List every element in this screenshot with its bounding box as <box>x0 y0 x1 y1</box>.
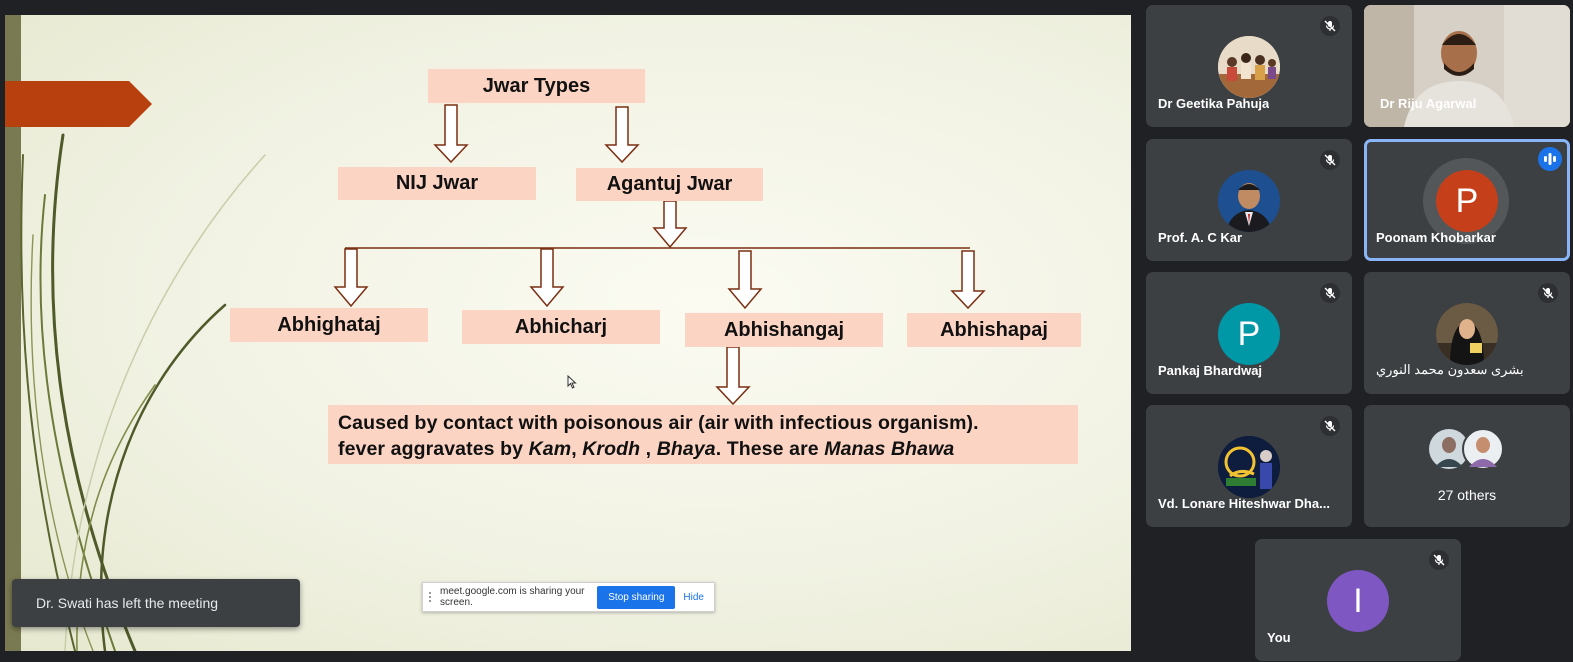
participant-name: Vd. Lonare Hiteshwar Dha... <box>1158 496 1330 511</box>
box-nij-jwar: NIJ Jwar <box>338 167 536 200</box>
box-jwar-types: Jwar Types <box>428 69 645 103</box>
note-text: , <box>640 438 657 460</box>
mic-muted-icon <box>1320 150 1340 170</box>
participant-name: Prof. A. C Kar <box>1158 230 1243 245</box>
note-line-1: Caused by contact with poisonous air (ai… <box>338 412 979 434</box>
arrow-to-abhighataj <box>333 248 369 308</box>
avatar-logo <box>1218 436 1280 498</box>
arrow-to-abhishangaj <box>727 250 763 310</box>
box-abhighataj: Abhighataj <box>230 308 428 342</box>
portrait-photo-icon <box>1436 303 1498 365</box>
note-box: Caused by contact with poisonous air (ai… <box>328 405 1078 464</box>
arrow-agantuj-to-branch <box>652 200 688 249</box>
group-photo-icon <box>1218 36 1280 98</box>
participant-name: بشرى سعدون محمد النوري <box>1376 362 1524 377</box>
arrow-root-to-agantuj <box>604 106 640 164</box>
participant-tile-others[interactable]: 27 others <box>1364 405 1570 527</box>
arrow-to-abhishapaj <box>950 250 986 310</box>
audio-level-icon <box>1538 147 1562 171</box>
slide-side-bar <box>5 15 21 651</box>
camera-video-feed <box>1364 5 1570 127</box>
hide-button[interactable]: Hide <box>683 591 704 603</box>
participant-name: Poonam Khobarkar <box>1376 230 1496 245</box>
drag-handle-icon[interactable] <box>429 592 434 602</box>
note-text: fever aggravates by <box>338 438 529 460</box>
mic-muted-icon <box>1320 416 1340 436</box>
arrow-to-abhicharj <box>529 248 565 308</box>
stop-sharing-button[interactable]: Stop sharing <box>597 585 676 609</box>
note-term-manas: Manas Bhawa <box>824 438 955 460</box>
note-term-bhaya: Bhaya <box>656 438 716 460</box>
mic-muted-icon <box>1320 283 1340 303</box>
notification-toast: Dr. Swati has left the meeting <box>12 579 300 627</box>
avatar-photo <box>1218 170 1280 232</box>
mic-muted-icon <box>1538 283 1558 303</box>
note-line-2: fever aggravates by Kam, Krodh , Bhaya. … <box>338 436 1068 462</box>
box-agantuj-jwar: Agantuj Jwar <box>576 168 763 201</box>
avatar-initial: P <box>1218 303 1280 365</box>
box-abhishangaj: Abhishangaj <box>685 313 883 347</box>
others-count: 27 others <box>1437 487 1497 503</box>
participant-name: Pankaj Bhardwaj <box>1158 363 1263 378</box>
arrow-root-to-nij <box>433 104 469 164</box>
logo-image-icon <box>1218 436 1280 498</box>
participant-tile-video[interactable]: Dr Riju Agarwal <box>1364 5 1570 127</box>
participant-name: Dr Geetika Pahuja <box>1158 96 1270 111</box>
avatar-initial: P <box>1436 170 1498 232</box>
avatar-photo <box>1436 303 1498 365</box>
participant-tile[interactable]: Dr Geetika Pahuja <box>1146 5 1352 127</box>
screen-share-bar: meet.google.com is sharing your screen. … <box>422 582 715 612</box>
participant-tile-active-speaker[interactable]: P Poonam Khobarkar <box>1364 139 1570 261</box>
participant-name: Dr Riju Agarwal <box>1380 96 1477 111</box>
arrow-to-note <box>715 346 751 406</box>
participant-tile[interactable]: Prof. A. C Kar <box>1146 139 1352 261</box>
participant-tile-self[interactable]: I You <box>1255 539 1461 661</box>
note-text: , <box>571 438 583 460</box>
shared-screen: Jwar Types NIJ Jwar Agantuj Jwar Abhigha… <box>5 15 1131 651</box>
avatar-photo <box>1218 36 1280 98</box>
slide-title-arrow <box>5 81 152 127</box>
group-avatars-icon <box>1429 428 1504 470</box>
participant-name: You <box>1267 630 1291 645</box>
note-text: . These are <box>715 438 825 460</box>
mic-muted-icon <box>1320 16 1340 36</box>
participant-tile[interactable]: P Pankaj Bhardwaj <box>1146 272 1352 394</box>
box-abhishapaj: Abhishapaj <box>907 313 1081 347</box>
portrait-photo-icon <box>1218 170 1280 232</box>
flowchart-connectors <box>333 104 986 406</box>
note-term-kam: Kam <box>528 438 572 460</box>
avatar-initial: I <box>1327 570 1389 632</box>
mouse-cursor-icon <box>567 375 577 389</box>
box-abhicharj: Abhicharj <box>462 310 660 344</box>
share-message: meet.google.com is sharing your screen. <box>440 586 585 608</box>
mic-muted-icon <box>1429 550 1449 570</box>
participant-tile[interactable]: Vd. Lonare Hiteshwar Dha... <box>1146 405 1352 527</box>
participant-tile[interactable]: بشرى سعدون محمد النوري <box>1364 272 1570 394</box>
note-term-krodh: Krodh <box>582 438 641 460</box>
